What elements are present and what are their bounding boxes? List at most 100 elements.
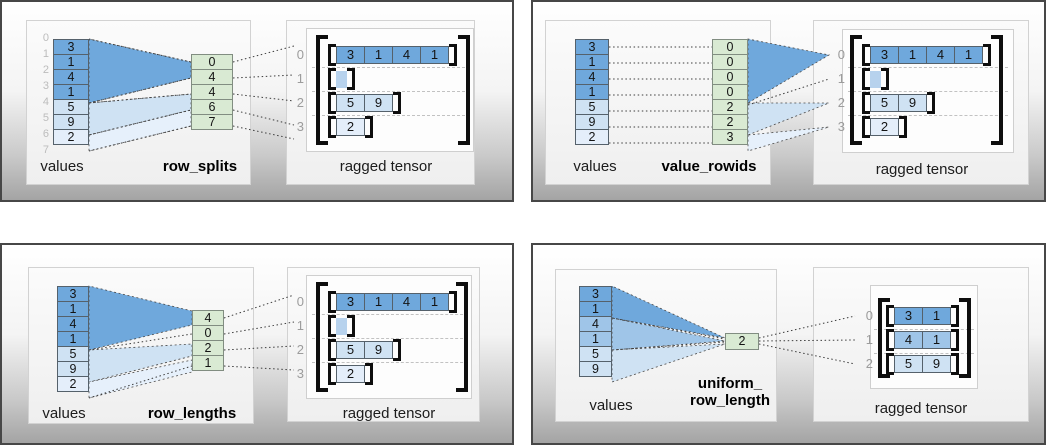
tensor-row: 5 9	[328, 92, 401, 114]
values-label: values	[40, 158, 84, 175]
tensor-row-index: 3	[296, 366, 304, 381]
row-separator	[874, 353, 974, 354]
bracket-left-icon	[328, 92, 336, 114]
values-label: values	[589, 397, 633, 414]
tensor-cell: 3	[336, 293, 365, 311]
param-label: value_rowids	[661, 158, 757, 175]
row-separator	[874, 329, 974, 330]
tensor-cell: 1	[420, 46, 449, 64]
tensor-row: 5 9	[328, 339, 401, 361]
param-cell: 4	[192, 310, 224, 326]
empty-row-fill	[870, 70, 881, 88]
bracket-right-icon	[951, 305, 959, 327]
value-cell: 1	[575, 84, 609, 100]
tensor-cell: 1	[922, 331, 951, 349]
value-index: 0	[42, 32, 49, 44]
tensor-row-empty	[328, 315, 355, 337]
empty-row-fill	[336, 70, 347, 88]
tensor-row-index: 3	[837, 119, 845, 134]
bracket-left-icon	[862, 44, 870, 66]
tensor-cell: 5	[894, 355, 923, 373]
value-cell: 2	[575, 129, 609, 145]
value-cell: 4	[53, 69, 89, 85]
param-cell: 0	[712, 69, 748, 85]
bracket-left-icon	[328, 291, 336, 313]
value-cell: 4	[575, 69, 609, 85]
value-cell: 2	[57, 376, 89, 392]
outer-bracket-right-icon	[458, 35, 470, 145]
tensor-cell: 4	[392, 46, 421, 64]
bracket-left-icon	[328, 68, 336, 90]
tensor-row: 2	[328, 363, 373, 385]
param-label-line1: uniform_	[697, 375, 763, 392]
value-cell: 1	[57, 301, 89, 317]
value-cell: 1	[53, 84, 89, 100]
tensor-row: 2	[862, 116, 907, 138]
tensor-cell: 3	[870, 46, 899, 64]
param-cell: 4	[191, 69, 233, 85]
value-index: 5	[42, 112, 49, 124]
param-cell: 3	[712, 129, 748, 145]
tensor-label: ragged tensor	[339, 158, 433, 175]
param-cell: 0	[712, 84, 748, 100]
value-index: 2	[42, 64, 49, 76]
tensor-row-index: 0	[865, 308, 873, 323]
param-label: row_lengths	[147, 405, 237, 422]
param-cell: 0	[192, 325, 224, 341]
value-cell: 3	[57, 286, 89, 302]
bracket-right-icon	[393, 339, 401, 361]
row-splits-column: 0 4 4 6 7	[191, 54, 233, 130]
values-label: values	[573, 158, 617, 175]
value-cell: 9	[579, 361, 612, 377]
tensor-cell: 5	[336, 94, 365, 112]
value-cell: 9	[57, 361, 89, 377]
bracket-right-icon	[449, 291, 457, 313]
value-cell: 9	[53, 114, 89, 130]
connector-graphics	[609, 38, 831, 152]
bracket-right-icon	[951, 329, 959, 351]
tensor-label: ragged tensor	[874, 400, 968, 417]
outer-bracket-right-icon	[959, 298, 971, 378]
tensor-row-empty	[862, 68, 889, 90]
tensor-row: 3 1	[886, 305, 959, 327]
tensor-row-index: 1	[296, 71, 304, 86]
tensor-row-index: 2	[837, 95, 845, 110]
tensor-cell: 1	[898, 46, 927, 64]
tensor-row-index: 1	[865, 332, 873, 347]
bracket-right-icon	[449, 44, 457, 66]
value-cell: 2	[53, 129, 89, 145]
param-cell: 2	[192, 340, 224, 356]
bracket-right-icon	[927, 92, 935, 114]
tensor-cell: 1	[364, 293, 393, 311]
bracket-right-icon	[365, 363, 373, 385]
row-separator	[312, 362, 468, 363]
tensor-cell: 1	[954, 46, 983, 64]
tensor-cell: 9	[898, 94, 927, 112]
bracket-left-icon	[886, 353, 894, 375]
empty-row-fill	[336, 317, 347, 335]
value-cell: 1	[57, 331, 89, 347]
tensor-row-index: 2	[296, 342, 304, 357]
outer-bracket-left-icon	[878, 298, 890, 378]
bracket-left-icon	[328, 315, 336, 337]
tensor-row-index: 1	[296, 318, 304, 333]
uniform-row-length-cell: 2	[725, 333, 759, 350]
bracket-left-icon	[328, 44, 336, 66]
bracket-right-icon	[347, 315, 355, 337]
param-cell: 4	[191, 84, 233, 100]
tensor-row-index: 3	[296, 119, 304, 134]
tensor-row-empty	[328, 68, 355, 90]
tensor-cell: 4	[392, 293, 421, 311]
outer-bracket-right-icon	[991, 35, 1003, 145]
row-separator	[312, 314, 468, 315]
bracket-left-icon	[862, 68, 870, 90]
value-cell: 1	[579, 301, 612, 317]
param-label-line2: row_length	[689, 392, 770, 409]
param-cell: 0	[191, 54, 233, 70]
quadrant-row-lengths: 3 1 4 1 5 9 2 4 0 2 1 values row_lengths…	[0, 243, 514, 445]
quadrant-row-splits: 0 1 2 3 4 5 6 7 3 1 4 1 5 9 2 0 4 4 6 7 …	[0, 0, 514, 202]
value-rowids-column: 0 0 0 0 2 2 3	[712, 39, 748, 145]
row-separator	[848, 91, 1008, 92]
tensor-cell: 2	[870, 118, 899, 136]
value-cell: 3	[579, 286, 612, 302]
